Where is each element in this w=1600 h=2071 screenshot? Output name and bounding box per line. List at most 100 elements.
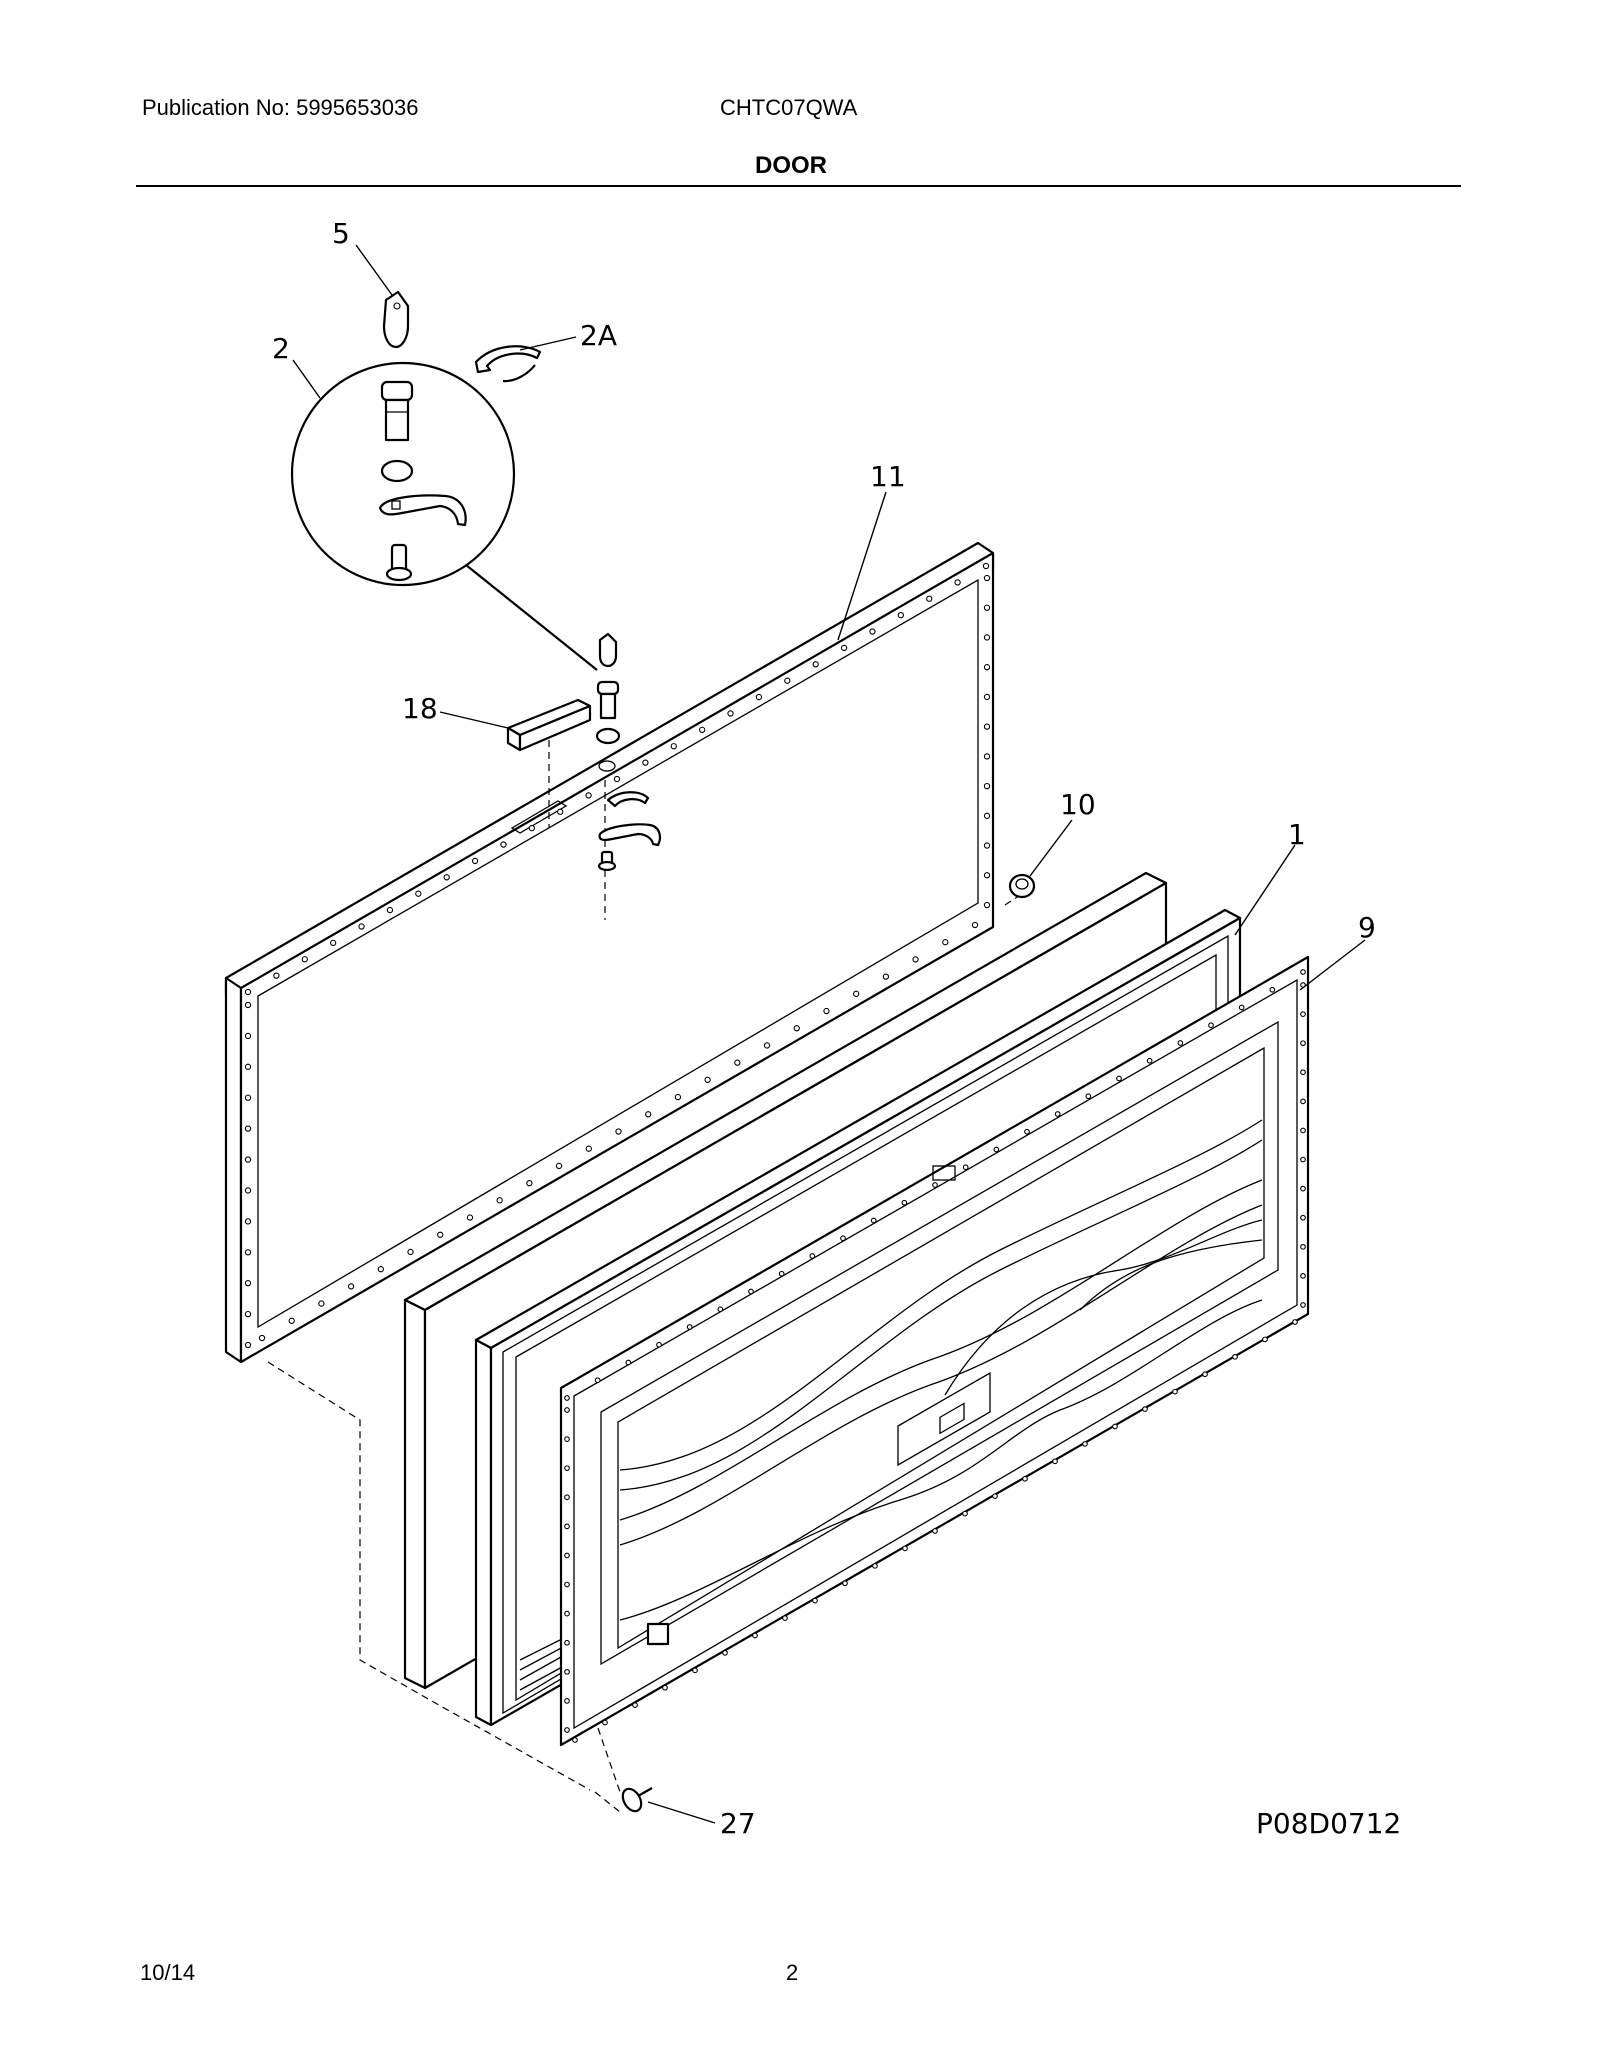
screw-hole [564, 1395, 570, 1401]
screw-hole [407, 1248, 414, 1256]
screw-hole [526, 1179, 533, 1187]
screw-hole [752, 1632, 758, 1639]
screw-hole [496, 1197, 503, 1204]
screw-hole [897, 612, 904, 619]
screw-hole [1300, 1127, 1306, 1134]
screw-hole [645, 1111, 652, 1118]
screw-hole [983, 604, 991, 611]
screw-hole [870, 1217, 877, 1224]
screw-hole [1022, 1475, 1028, 1482]
outer-door-panel [224, 541, 995, 1364]
screw-hole [992, 1493, 998, 1500]
screw-hole [347, 1283, 355, 1290]
screw-hole [1177, 1040, 1184, 1046]
screw-hole [471, 857, 479, 865]
screw-hole [993, 1146, 1000, 1153]
door-lock-assembly [595, 632, 661, 872]
screw-hole [782, 1615, 788, 1621]
screw-hole [1300, 1011, 1306, 1017]
screw-hole [983, 872, 991, 879]
publication-number: Publication No: 5995653036 [142, 95, 419, 120]
screw-hole [377, 1266, 384, 1273]
callout-5: 5 [332, 217, 350, 250]
model-number: CHTC07QWA [720, 95, 858, 120]
screw-hole [244, 1187, 252, 1194]
footer-page-number: 2 [786, 1960, 799, 1985]
screw-hole [670, 743, 677, 750]
screw-hole [1300, 1040, 1306, 1047]
screw-hole [840, 1235, 846, 1242]
screw-hole [1085, 1093, 1092, 1100]
screw-hole [656, 1341, 662, 1348]
screw-hole [748, 1288, 754, 1295]
screw-hole [1082, 1441, 1088, 1447]
callout-27: 27 [720, 1807, 756, 1840]
screw-hole [613, 775, 621, 783]
lock-key [382, 290, 410, 349]
alignment-lines [267, 740, 1029, 1813]
screw-hole [1054, 1111, 1061, 1117]
screw-hole [244, 1310, 252, 1318]
screw-hole [244, 1249, 252, 1256]
screw-hole [244, 1341, 252, 1349]
outer-panel-screw-holes [244, 562, 991, 1349]
screw-hole [564, 1668, 570, 1675]
screw-hole [784, 677, 791, 684]
page-title: DOOR [755, 152, 827, 179]
screw-hole [983, 782, 991, 790]
screw-hole [244, 1001, 252, 1009]
screw-hole [273, 972, 280, 979]
liner-screw-holes [564, 969, 1306, 1743]
screw-hole [358, 923, 365, 930]
screw-hole [564, 1610, 570, 1617]
screw-hole [1024, 1128, 1030, 1135]
screw-hole [528, 825, 535, 832]
header-divider [136, 185, 1461, 187]
screw-hole [882, 973, 890, 980]
screw-hole [557, 808, 564, 815]
screw-hole [763, 1042, 771, 1049]
screw-hole [842, 1580, 848, 1587]
screw-hole [962, 1164, 969, 1171]
screw-hole [983, 634, 991, 641]
screw-hole [1116, 1075, 1122, 1082]
screw-hole [244, 988, 252, 996]
screw-hole [809, 1253, 816, 1259]
screw-hole [983, 812, 991, 819]
screw-hole [704, 1076, 711, 1084]
screw-hole [1300, 1214, 1306, 1221]
screw-hole [386, 906, 394, 914]
screw-hole [572, 1737, 578, 1743]
screw-hole [1300, 1156, 1306, 1163]
screw-hole [1238, 1004, 1245, 1011]
screw-hole [840, 644, 848, 652]
screw-hole [1262, 1336, 1268, 1343]
screw-hole [1300, 1243, 1306, 1250]
screw-hole [301, 956, 308, 963]
callout-10: 10 [1060, 788, 1096, 821]
screw-hole [555, 1162, 563, 1170]
screw-hole [585, 1145, 592, 1152]
screw-hole [244, 1280, 252, 1287]
door-liner [559, 955, 1310, 1747]
screw-hole [1142, 1406, 1148, 1412]
diagram-reference: P08D0712 [1256, 1807, 1401, 1840]
screw-hole [983, 693, 991, 701]
screw-hole [415, 890, 422, 897]
callout-11: 11 [870, 460, 906, 493]
screw-hole [318, 1300, 325, 1307]
screw-hole [983, 664, 991, 671]
screw-hole [1300, 1302, 1306, 1308]
screw-hole [564, 1494, 570, 1501]
screw-hole [244, 1094, 252, 1101]
screw-hole [812, 661, 819, 668]
screw-hole [437, 1231, 444, 1238]
screw-hole [615, 1128, 622, 1135]
screw-hole [954, 579, 961, 586]
callout-1: 1 [1288, 818, 1306, 851]
screw-hole [1300, 969, 1306, 975]
screw-hole [983, 723, 991, 730]
screw-hole [717, 1306, 724, 1313]
callout-leaders [292, 244, 1366, 1824]
screw-hole [244, 1063, 252, 1070]
